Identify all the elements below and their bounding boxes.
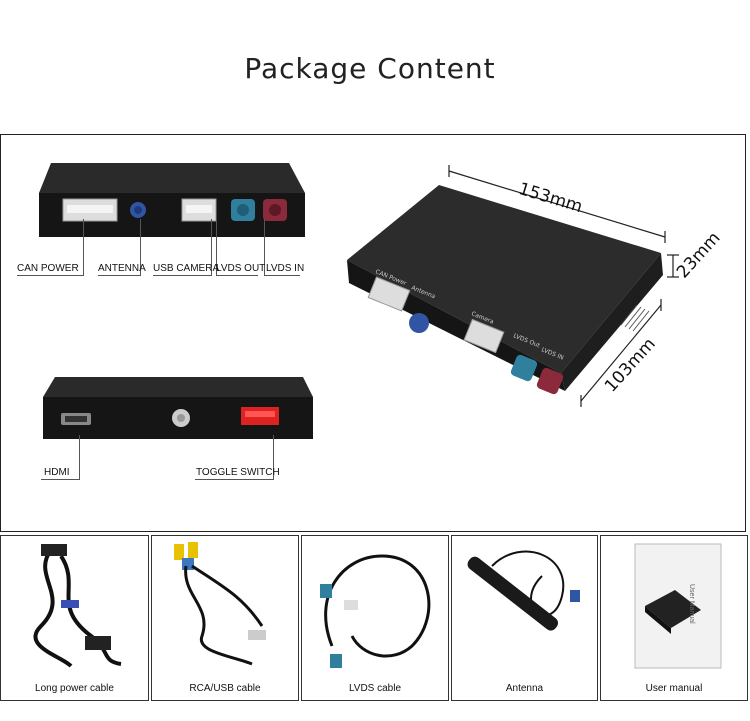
manual-cover-title: User Manual — [688, 584, 695, 624]
caption-rca-usb-cable: RCA/USB cable — [189, 683, 261, 694]
antenna-label: ANTENNA — [98, 263, 146, 274]
lvds-in-label: LVDS IN — [266, 263, 305, 274]
user-manual-image — [634, 543, 722, 669]
item-antenna: Antenna — [451, 535, 598, 701]
lvds-cable-image — [320, 554, 431, 668]
caption-lvds-cable: LVDS cable — [348, 683, 402, 694]
caption-antenna: Antenna — [505, 683, 544, 694]
page-title: Package Content — [244, 52, 496, 85]
box-back-view — [43, 377, 313, 439]
lvds-out-label: LVDS OUT — [216, 263, 266, 274]
item-long-power-cable: Long power cable — [0, 535, 149, 701]
box-front-view — [39, 163, 305, 237]
power-cable-image — [33, 544, 122, 668]
usb-camera-label: USB CAMERA — [153, 263, 220, 274]
box-3d-view: CAN Power Antenna Camera LVDS Out LVDS I… — [347, 165, 679, 407]
item-user-manual: User Manual User manual — [600, 535, 748, 701]
accessory-row: Long power cable RCA/USB cable LVDS cabl… — [0, 535, 750, 703]
caption-user-manual: User manual — [645, 683, 703, 694]
can-power-label: CAN POWER — [17, 263, 79, 274]
item-rca-usb-cable: RCA/USB cable — [151, 535, 299, 701]
toggle-switch-label: TOGGLE SWITCH — [196, 467, 280, 478]
product-panel: CAN POWER ANTENNA USB CAMERA LVDS OUT LV… — [0, 134, 746, 532]
caption-long-power-cable: Long power cable — [35, 683, 114, 694]
item-lvds-cable: LVDS cable — [301, 535, 449, 701]
antenna-image — [467, 550, 580, 631]
hdmi-label: HDMI — [44, 467, 70, 478]
rca-usb-cable-image — [174, 542, 266, 666]
